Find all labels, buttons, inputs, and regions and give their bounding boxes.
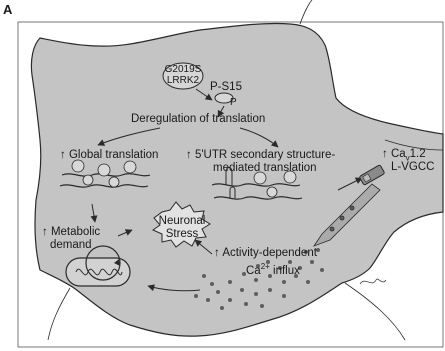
deregulation-label: Deregulation of translation	[131, 113, 265, 126]
metabolic-text: Metabolic	[51, 226, 100, 238]
global-translation-label: ↑ Global translation	[60, 149, 158, 162]
demand-label: demand	[50, 239, 92, 252]
metabolic-label: ↑ Metabolic	[42, 226, 100, 239]
cav-ca: Ca	[391, 148, 406, 160]
stress-label: Stress	[152, 228, 212, 241]
neuronal-label: Neuronal	[152, 215, 212, 228]
lrrk2-label: LRRK2	[163, 75, 203, 86]
up-arrow: ↑	[60, 149, 66, 161]
ca-influx-ca: Ca	[246, 265, 261, 277]
panel-letter: A	[3, 3, 12, 16]
dendrite-line	[300, 0, 312, 24]
g2019s-label: G2019S	[163, 64, 203, 75]
up-arrow: ↑	[42, 226, 48, 238]
utr-line2-label: mediated translation	[213, 162, 317, 175]
artist-signature	[360, 279, 386, 284]
activity-label: ↑ Activity-dependent	[214, 247, 317, 260]
ca-influx-label: Ca2+ influx	[246, 260, 300, 278]
activity-text: Activity-dependent	[222, 247, 317, 259]
up-arrow: ↑	[382, 148, 388, 160]
ca-influx-rest: influx	[270, 265, 300, 277]
dendrite-line	[345, 283, 405, 340]
lvgcc-label: L-VGCC	[391, 161, 434, 174]
ps15-label: P-S15	[210, 81, 242, 94]
cav-num: 1.2	[410, 148, 426, 160]
global-translation-text: Global translation	[69, 149, 159, 161]
utr-line1-label: ↑ 5'UTR secondary structure-	[186, 149, 335, 162]
up-arrow: ↑	[186, 149, 192, 161]
ca-influx-sup: 2+	[261, 262, 270, 271]
dendrite-line	[48, 288, 70, 340]
phospho-label: P	[230, 97, 237, 108]
utr-line1-text: 5'UTR secondary structure-	[195, 149, 335, 161]
up-arrow: ↑	[214, 247, 220, 259]
